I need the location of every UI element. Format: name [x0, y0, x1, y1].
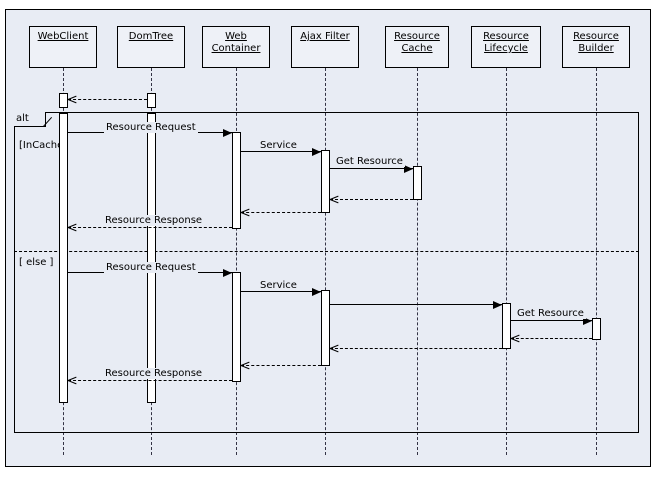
alt-tag-corner-cut-icon	[43, 112, 55, 127]
lifeline-label: Web	[225, 31, 247, 42]
message-line-m8[interactable]	[240, 291, 321, 292]
activation-bar-webcontainer[interactable]	[232, 272, 241, 382]
alt-fragment-frame[interactable]	[14, 112, 639, 433]
activation-bar-webclient[interactable]	[59, 113, 68, 403]
lifeline-dashed-resourcelifecycle	[506, 68, 507, 455]
arrow-head-left-open-icon	[511, 334, 519, 342]
activation-bar-resourcelifecycle[interactable]	[502, 303, 511, 349]
arrow-head-right-icon	[492, 300, 502, 309]
lifeline-label: Builder	[578, 43, 614, 54]
arrow-head-left-open-icon	[68, 376, 76, 384]
lifeline-label: Container	[211, 43, 261, 54]
message-line-m4[interactable]	[329, 199, 413, 200]
lifeline-dashed-resourcecache	[417, 68, 418, 455]
diagram-outer-frame	[5, 9, 651, 467]
alt-operator-tag: alt	[14, 112, 46, 127]
message-label-m2: Service	[258, 140, 299, 151]
arrow-head-left-open-icon	[330, 344, 338, 352]
message-label-m8: Service	[258, 280, 299, 291]
lifeline-label: Resource	[483, 31, 529, 42]
arrow-head-left-open-icon	[68, 223, 76, 231]
message-line-m3[interactable]	[329, 168, 413, 169]
message-line-m10[interactable]	[510, 320, 592, 321]
message-line-m6[interactable]	[67, 227, 232, 228]
message-line-m12[interactable]	[329, 348, 502, 349]
lifeline-dashed-resourcebuilder	[596, 68, 597, 455]
lifeline-label: Resource	[394, 31, 440, 42]
arrow-head-right-icon	[311, 287, 321, 296]
activation-bar-domtree[interactable]	[147, 93, 156, 108]
message-label-m1: Resource Request	[104, 122, 198, 133]
alt-section-divider	[14, 251, 639, 252]
message-label-m14: Resource Response	[103, 368, 205, 379]
lifeline-label: DomTree	[128, 31, 174, 42]
message-label-m7: Resource Request	[104, 262, 198, 273]
activation-bar-resourcebuilder[interactable]	[592, 318, 601, 340]
message-line-m0[interactable]	[67, 99, 147, 100]
lifeline-label: WebClient	[37, 31, 89, 42]
activation-bar-domtree[interactable]	[147, 113, 156, 403]
arrow-head-right-icon	[582, 316, 592, 325]
message-line-m13[interactable]	[240, 365, 321, 366]
message-line-m9[interactable]	[329, 304, 502, 305]
arrow-head-left-open-icon	[68, 95, 76, 103]
arrow-head-left-open-icon	[241, 208, 249, 216]
lifeline-dashed-ajaxfilter	[325, 68, 326, 455]
lifeline-label: Cache	[401, 43, 433, 54]
arrow-head-left-open-icon	[330, 195, 338, 203]
alt-operator-label: alt	[16, 113, 29, 124]
arrow-head-right-icon	[222, 268, 232, 277]
message-label-m3: Get Resource	[334, 156, 405, 167]
arrow-head-right-icon	[311, 147, 321, 156]
activation-bar-ajaxfilter[interactable]	[321, 290, 330, 366]
message-label-m6: Resource Response	[103, 215, 205, 226]
arrow-head-left-open-icon	[241, 361, 249, 369]
lifeline-head-webclient[interactable]: WebClient	[29, 26, 97, 68]
activation-bar-resourcecache[interactable]	[413, 166, 422, 200]
lifeline-dashed-webcontainer	[236, 68, 237, 455]
arrow-head-right-icon	[403, 164, 413, 173]
message-line-m11[interactable]	[510, 338, 592, 339]
arrow-head-right-icon	[222, 128, 232, 137]
lifeline-head-ajaxfilter[interactable]: Ajax Filter	[291, 26, 359, 68]
alt-guard-condition: [InCache]	[18, 140, 69, 151]
lifeline-label: Ajax Filter	[300, 31, 350, 42]
message-line-m2[interactable]	[240, 151, 321, 152]
lifeline-label: Lifecycle	[484, 43, 528, 54]
activation-bar-ajaxfilter[interactable]	[321, 150, 330, 213]
message-line-m14[interactable]	[67, 380, 232, 381]
activation-bar-webcontainer[interactable]	[232, 132, 241, 229]
message-label-m10: Get Resource	[515, 308, 586, 319]
lifeline-head-domtree[interactable]: DomTree	[117, 26, 185, 68]
message-line-m5[interactable]	[240, 212, 321, 213]
lifeline-label: Resource	[573, 31, 619, 42]
alt-guard-condition: [ else ]	[18, 257, 55, 268]
